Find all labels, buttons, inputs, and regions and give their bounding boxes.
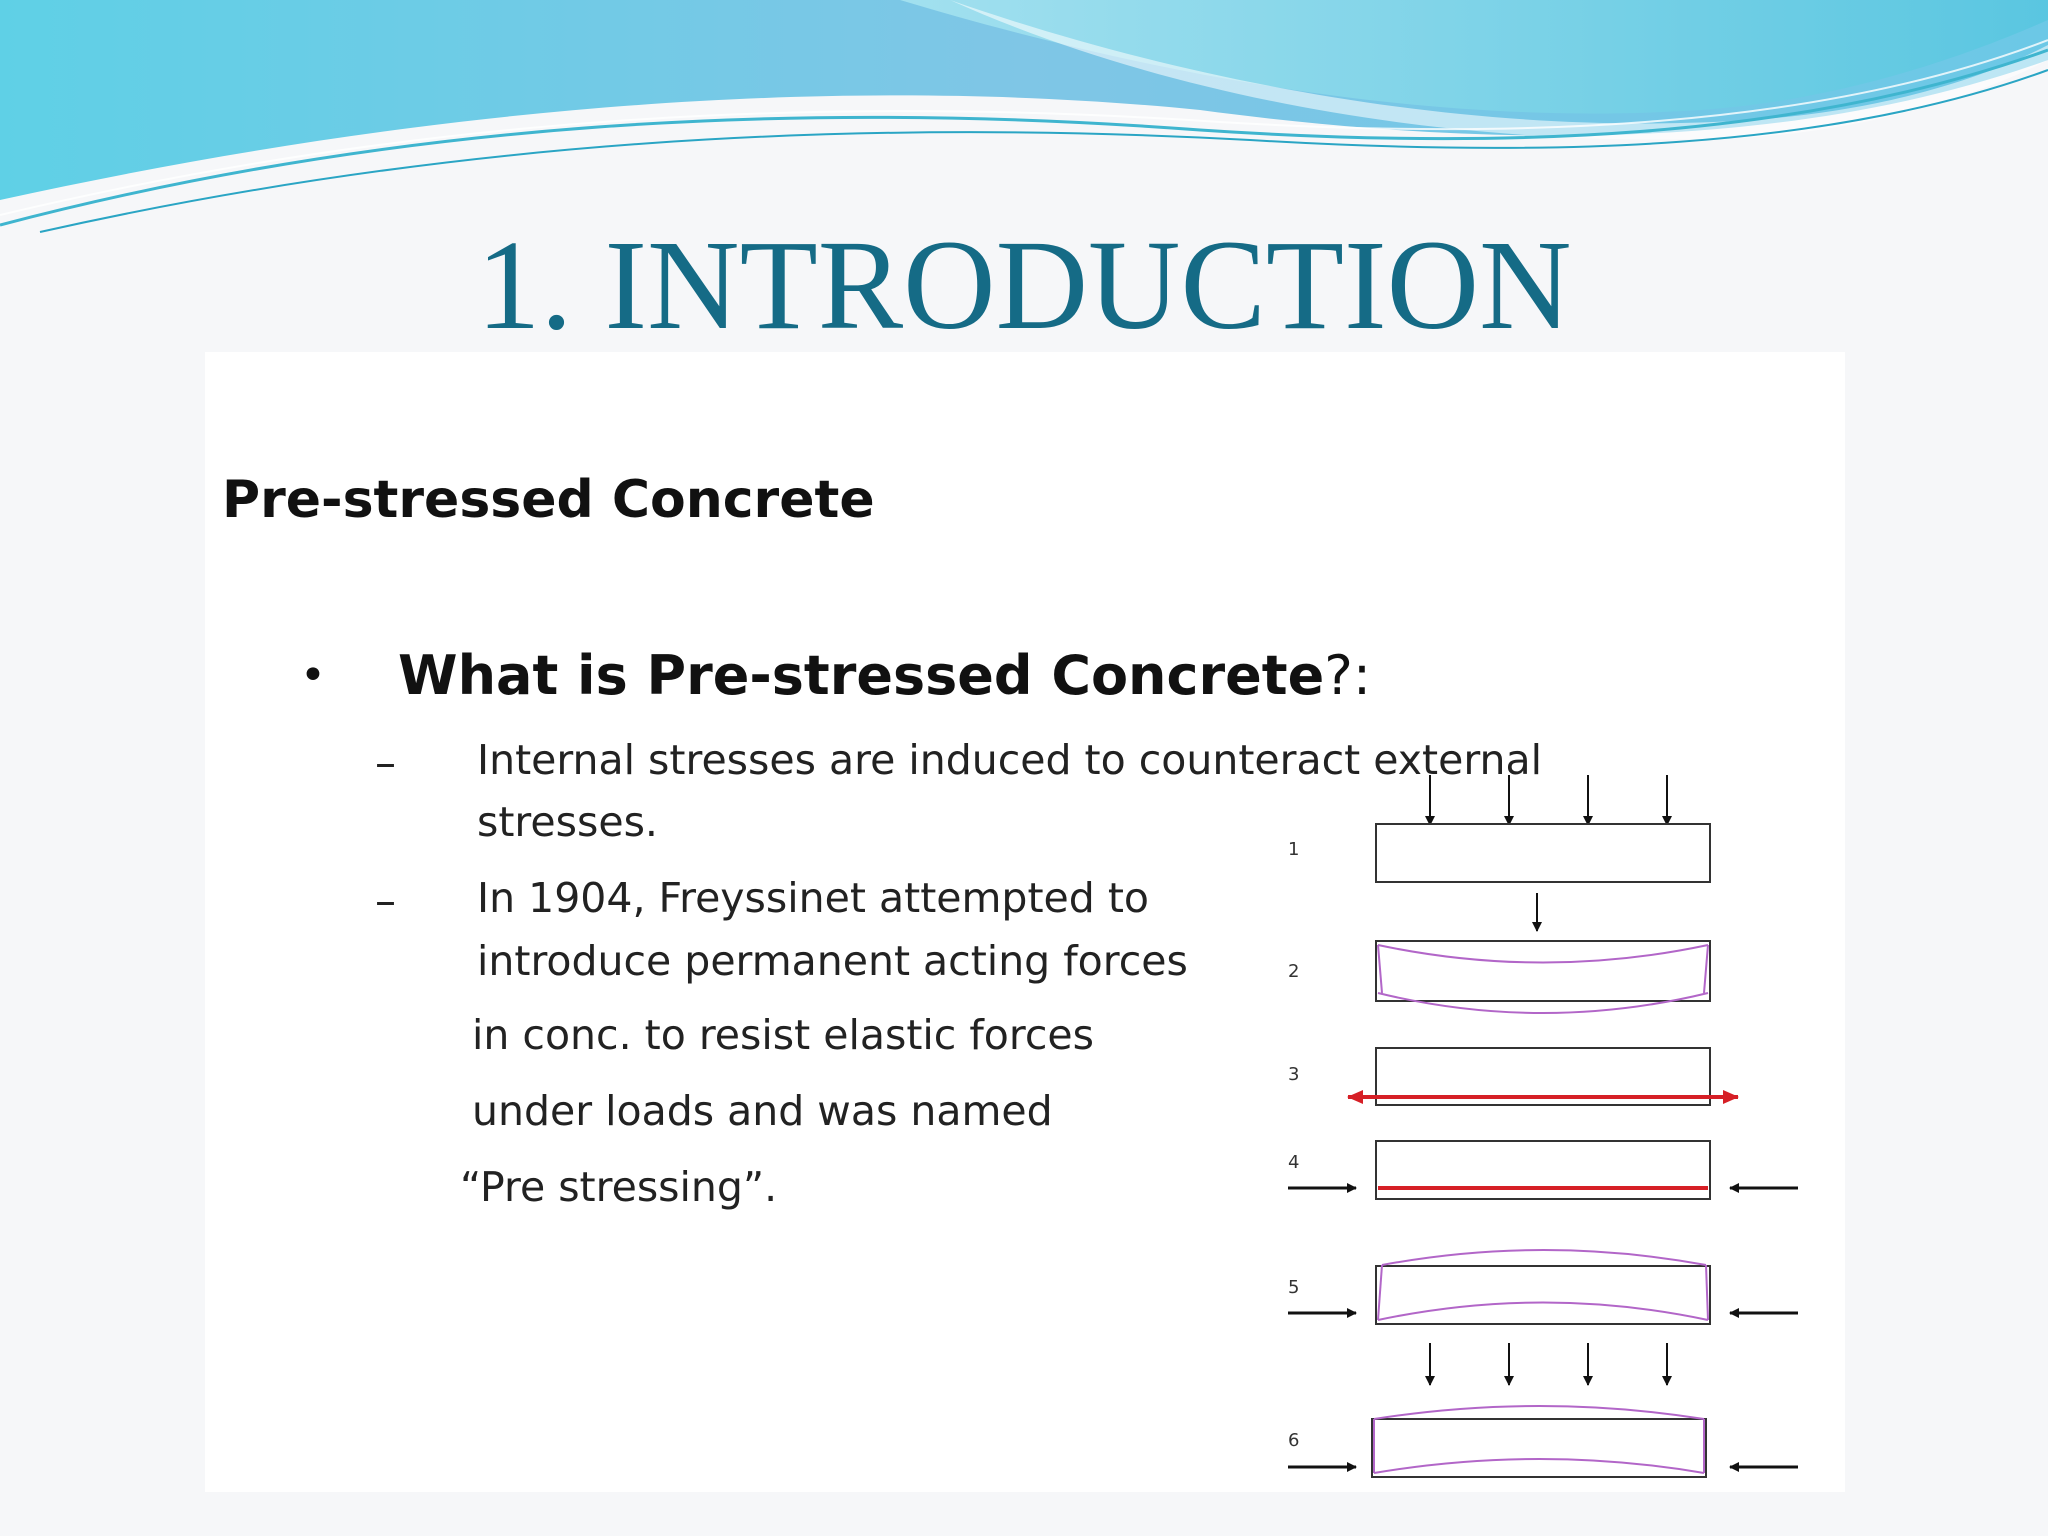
sub-item-1-line-1: Internal stresses are induced to counter… bbox=[477, 736, 1542, 784]
stage-label-5: 5 bbox=[1288, 1277, 1299, 1298]
stage-label-2: 2 bbox=[1288, 961, 1299, 982]
section-heading: Pre-stressed Concrete bbox=[222, 470, 875, 530]
load-arrows-stage-1 bbox=[1425, 775, 1672, 826]
bullet-question: What is Pre-stressed Concrete?: bbox=[398, 644, 1371, 707]
stage-label-6: 6 bbox=[1288, 1430, 1299, 1451]
beam-stage-4 bbox=[1375, 1140, 1711, 1200]
bullet-marker: • bbox=[300, 650, 326, 701]
stage-label-4: 4 bbox=[1288, 1152, 1299, 1173]
beam-stage-2 bbox=[1375, 940, 1711, 1002]
header-wave-banner bbox=[0, 0, 2048, 233]
bullet-question-bold: What is Pre-stressed Concrete bbox=[398, 644, 1325, 707]
load-arrows-stage-6 bbox=[1425, 1343, 1672, 1386]
stage-label-3: 3 bbox=[1288, 1064, 1299, 1085]
cambered-beam-stage-6 bbox=[1373, 1405, 1705, 1474]
cambered-beam-stage-5 bbox=[1377, 1249, 1709, 1321]
beam-stage-6 bbox=[1371, 1418, 1707, 1478]
prestress-stages-diagram: 1 2 3 4 5 6 bbox=[1288, 775, 1798, 1478]
beam-stage-5 bbox=[1375, 1265, 1711, 1325]
sub-item-dash-1: – bbox=[375, 738, 396, 787]
deflected-beam-stage-2 bbox=[1377, 944, 1709, 1014]
continuation-line-1: in conc. to resist elastic forces bbox=[472, 1011, 1094, 1059]
sub-item-2-line-1: In 1904, Freyssinet attempted to bbox=[477, 874, 1149, 922]
stage-label-1: 1 bbox=[1288, 839, 1299, 860]
sub-item-1-line-2: stresses. bbox=[477, 798, 658, 846]
bullet-question-suffix: ?: bbox=[1324, 644, 1372, 707]
continuation-line-3: “Pre stressing”. bbox=[460, 1163, 778, 1211]
beam-stage-1 bbox=[1375, 823, 1711, 883]
continuation-line-2: under loads and was named bbox=[472, 1087, 1053, 1135]
slide-title: 1. INTRODUCTION bbox=[476, 214, 1572, 356]
sub-item-dash-2: – bbox=[375, 876, 396, 925]
sub-item-2-line-2: introduce permanent acting forces bbox=[477, 937, 1188, 985]
